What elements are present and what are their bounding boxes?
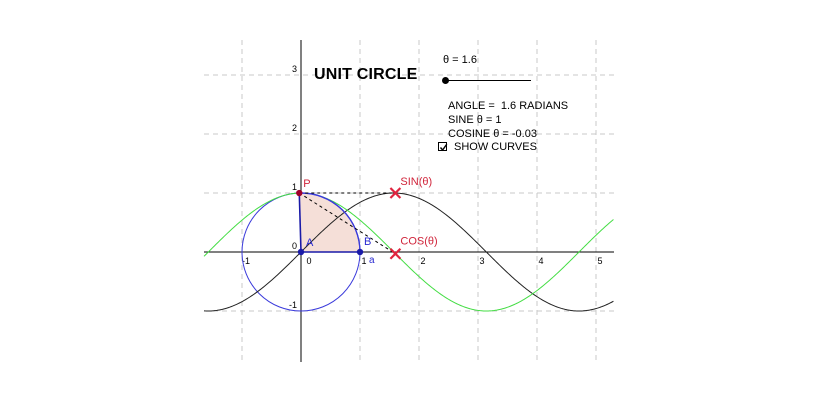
cosine-projection-line bbox=[299, 192, 396, 255]
point-b-label: B bbox=[364, 236, 371, 248]
cross-stroke bbox=[389, 247, 402, 260]
point-a[interactable] bbox=[297, 248, 305, 256]
x-tick-label: 0 bbox=[306, 256, 311, 266]
cosine-marker-label: COS(θ) bbox=[400, 236, 437, 248]
sine-marker-label: SIN(θ) bbox=[400, 176, 432, 188]
theta-slider-label: θ = 1.6 bbox=[443, 54, 477, 66]
checkmark-icon bbox=[439, 143, 448, 152]
y-tick-labels: -1 0 1 2 3 bbox=[289, 64, 297, 310]
point-p-label: P bbox=[303, 178, 310, 190]
x-tick-label: 4 bbox=[538, 256, 543, 266]
theta-slider-track[interactable] bbox=[446, 80, 531, 81]
sine-readout: SINE θ = 1 bbox=[448, 114, 502, 126]
angle-label: a bbox=[369, 255, 375, 266]
y-tick-label: 2 bbox=[292, 123, 297, 133]
x-tick-label: -1 bbox=[242, 256, 250, 266]
y-tick-label: -1 bbox=[289, 300, 297, 310]
point-a-label: A bbox=[306, 237, 314, 249]
sine-marker-icon[interactable] bbox=[389, 187, 402, 199]
radius-segment-ap bbox=[298, 193, 302, 253]
point-b[interactable] bbox=[356, 248, 364, 256]
point-p[interactable] bbox=[296, 189, 303, 197]
cosine-marker-icon[interactable] bbox=[389, 247, 402, 260]
cosine-readout: COSINE θ = -0.03 bbox=[448, 128, 537, 140]
angle-sector bbox=[299, 193, 360, 252]
x-tick-labels: -1 0 1 2 3 4 5 bbox=[242, 256, 603, 266]
angle-readout: ANGLE = 1.6 RADIANS bbox=[448, 100, 569, 112]
x-tick-label: 2 bbox=[420, 256, 425, 266]
page-title: UNIT CIRCLE bbox=[314, 66, 418, 83]
y-tick-label: 1 bbox=[292, 182, 297, 192]
y-tick-label: 3 bbox=[292, 64, 297, 74]
x-tick-label: 1 bbox=[361, 256, 366, 266]
grid-lines bbox=[204, 40, 614, 360]
cross-stroke bbox=[389, 187, 402, 199]
x-tick-label: 3 bbox=[479, 256, 484, 266]
angle-arc bbox=[299, 192, 361, 253]
sine-curve bbox=[203, 192, 614, 312]
show-curves-label: SHOW CURVES bbox=[454, 141, 537, 153]
theta-slider-handle[interactable] bbox=[442, 77, 449, 84]
x-tick-label: 5 bbox=[597, 256, 602, 266]
cosine-curve bbox=[203, 192, 614, 312]
show-curves-checkbox[interactable] bbox=[438, 142, 448, 152]
y-tick-label: 0 bbox=[292, 241, 297, 251]
axes bbox=[204, 40, 614, 362]
